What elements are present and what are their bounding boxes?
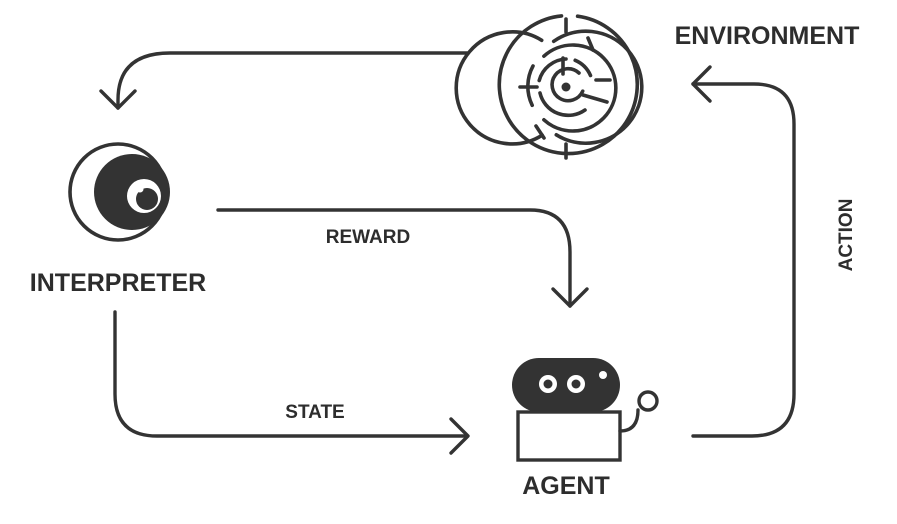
action-label: ACTION bbox=[836, 199, 857, 272]
interpreter-label: INTERPRETER bbox=[30, 269, 206, 297]
state-arrow bbox=[113, 310, 470, 455]
reward-arrow bbox=[216, 208, 589, 308]
maze-icon bbox=[454, 14, 644, 160]
eye-icon bbox=[68, 142, 170, 242]
robot-icon bbox=[512, 358, 659, 462]
state-label: STATE bbox=[285, 402, 344, 423]
action-arrow bbox=[691, 65, 796, 438]
environment-label: ENVIRONMENT bbox=[675, 22, 860, 50]
environment-to-interpreter-arrow bbox=[99, 51, 469, 110]
agent-label: AGENT bbox=[522, 472, 610, 500]
reward-label: REWARD bbox=[326, 227, 410, 248]
maze-center-dot bbox=[561, 82, 571, 92]
